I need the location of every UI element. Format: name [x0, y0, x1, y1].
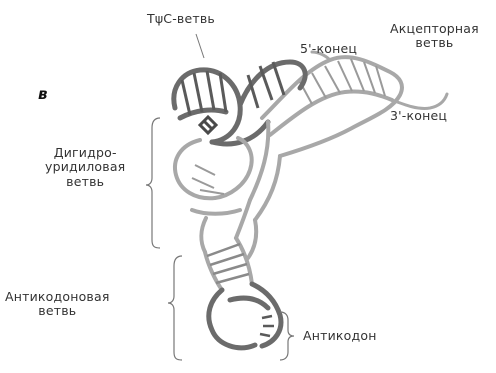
label-anticodon-arm: Антикодоновая ветвь [5, 290, 110, 319]
label-dihydrouridine-arm-line1: Дигидро- [45, 146, 125, 160]
anticodon-bases [260, 316, 274, 336]
label-dihydrouridine-arm-line3: ветвь [45, 175, 125, 189]
label-dihydrouridine-arm-line2: уридиловая [45, 160, 125, 174]
d-arm-bracket [146, 118, 160, 248]
label-acceptor-arm-line1: Акцепторная [390, 22, 479, 36]
label-anticodon-arm-line1: Антикодоновая [5, 290, 110, 304]
d-arm [175, 138, 252, 214]
label-anticodon: Антикодон [303, 329, 377, 343]
anticodon-arm-bracket [168, 256, 182, 360]
acceptor-stem [262, 57, 402, 156]
label-dihydrouridine-arm: Дигидро- уридиловая ветвь [45, 146, 125, 189]
label-acceptor-arm-line2: ветвь [390, 36, 479, 50]
tpsic-knot [200, 117, 216, 133]
label-acceptor-arm: Акцепторная ветвь [390, 22, 479, 51]
tpsic-pointer [196, 34, 204, 58]
label-three-prime-end: 3'-конец [390, 109, 447, 123]
label-anticodon-arm-line2: ветвь [5, 304, 110, 318]
label-tpsic-arm: TψC-ветвь [147, 12, 215, 26]
panel-letter: в [38, 85, 48, 103]
d-arm-rungs [192, 165, 224, 194]
label-five-prime-end: 5'-конец [300, 42, 357, 56]
